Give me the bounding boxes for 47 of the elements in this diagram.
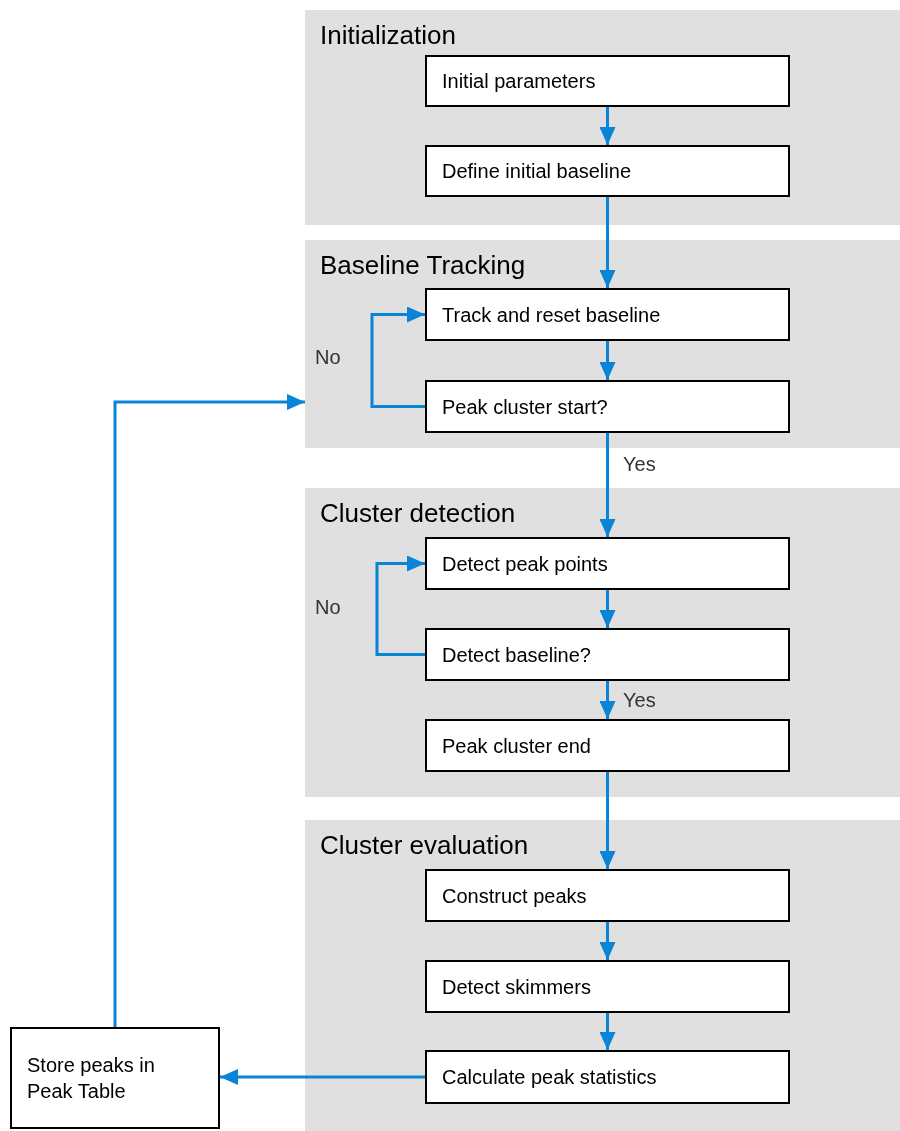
box-label: Track and reset baseline (442, 302, 661, 328)
process-box (425, 869, 790, 922)
arrow (599, 197, 616, 288)
band-title: Cluster detection (320, 497, 516, 529)
band-title: Baseline Tracking (320, 249, 526, 281)
edge-label: No (315, 345, 341, 369)
group-band (305, 240, 900, 448)
process-box (425, 537, 790, 590)
box-label: Peak cluster end (442, 733, 591, 759)
band-title: Cluster evaluation (320, 829, 529, 861)
edge-label: Yes (623, 688, 656, 712)
box-label: Detect peak points (442, 551, 608, 577)
band-title: Initialization (320, 19, 456, 51)
arrow (370, 306, 425, 408)
process-box (10, 1027, 220, 1129)
arrow (113, 394, 305, 1027)
arrow (599, 681, 616, 719)
arrow (220, 1069, 425, 1085)
process-box (425, 55, 790, 107)
box-label: Detect baseline? (442, 642, 591, 668)
arrow (599, 772, 616, 869)
process-box (425, 145, 790, 197)
box-label: Store peaks in Peak Table (27, 1053, 156, 1104)
box-label: Construct peaks (442, 883, 587, 909)
arrow (599, 433, 616, 537)
arrow (599, 590, 616, 628)
group-band (305, 10, 900, 225)
box-label: Define initial baseline (442, 159, 631, 184)
process-box (425, 960, 790, 1013)
process-box (425, 380, 790, 433)
box-label: Calculate peak statistics (442, 1065, 657, 1090)
arrow (375, 555, 425, 656)
arrow (599, 1013, 616, 1050)
process-box (425, 1050, 790, 1104)
arrow (599, 922, 616, 960)
group-band (305, 820, 900, 1131)
box-label: Peak cluster start? (442, 394, 608, 420)
edge-label: Yes (623, 452, 656, 476)
edge-label: No (315, 595, 341, 619)
process-box (425, 628, 790, 681)
process-box (425, 719, 790, 772)
arrow (599, 341, 616, 380)
arrow (599, 107, 616, 145)
box-label: Detect skimmers (442, 974, 591, 1000)
group-band (305, 488, 900, 797)
box-label: Initial parameters (442, 69, 596, 94)
process-box (425, 288, 790, 341)
